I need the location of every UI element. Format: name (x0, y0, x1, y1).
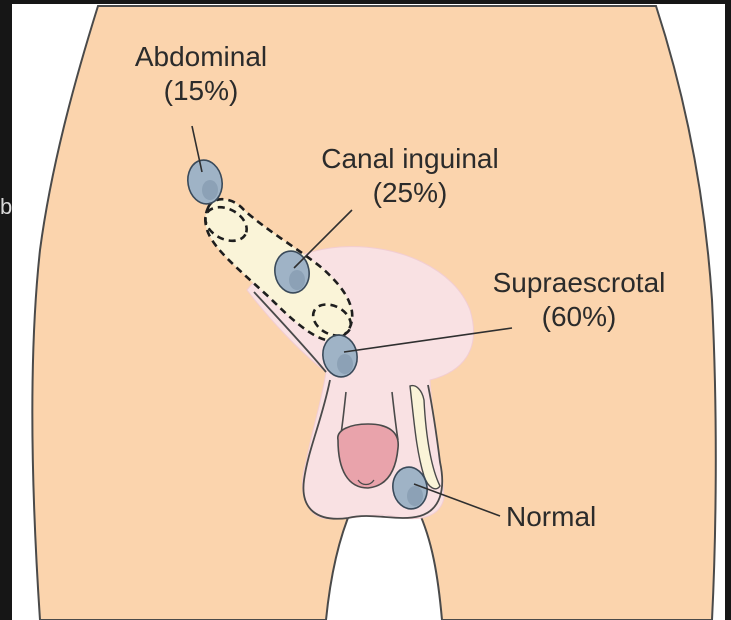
label-canal-percent: (25%) (300, 176, 520, 210)
label-canal-inguinal: Canal inguinal (25%) (300, 142, 520, 210)
label-canal-name: Canal inguinal (321, 143, 498, 174)
label-supra-percent: (60%) (472, 300, 686, 334)
label-abdominal: Abdominal (15%) (112, 40, 290, 108)
label-normal-name: Normal (506, 501, 596, 532)
label-abdominal-percent: (15%) (112, 74, 290, 108)
label-supra-name: Supraescrotal (493, 267, 666, 298)
label-supraescrotal: Supraescrotal (60%) (472, 266, 686, 334)
label-normal: Normal (506, 500, 616, 534)
label-abdominal-name: Abdominal (135, 41, 267, 72)
